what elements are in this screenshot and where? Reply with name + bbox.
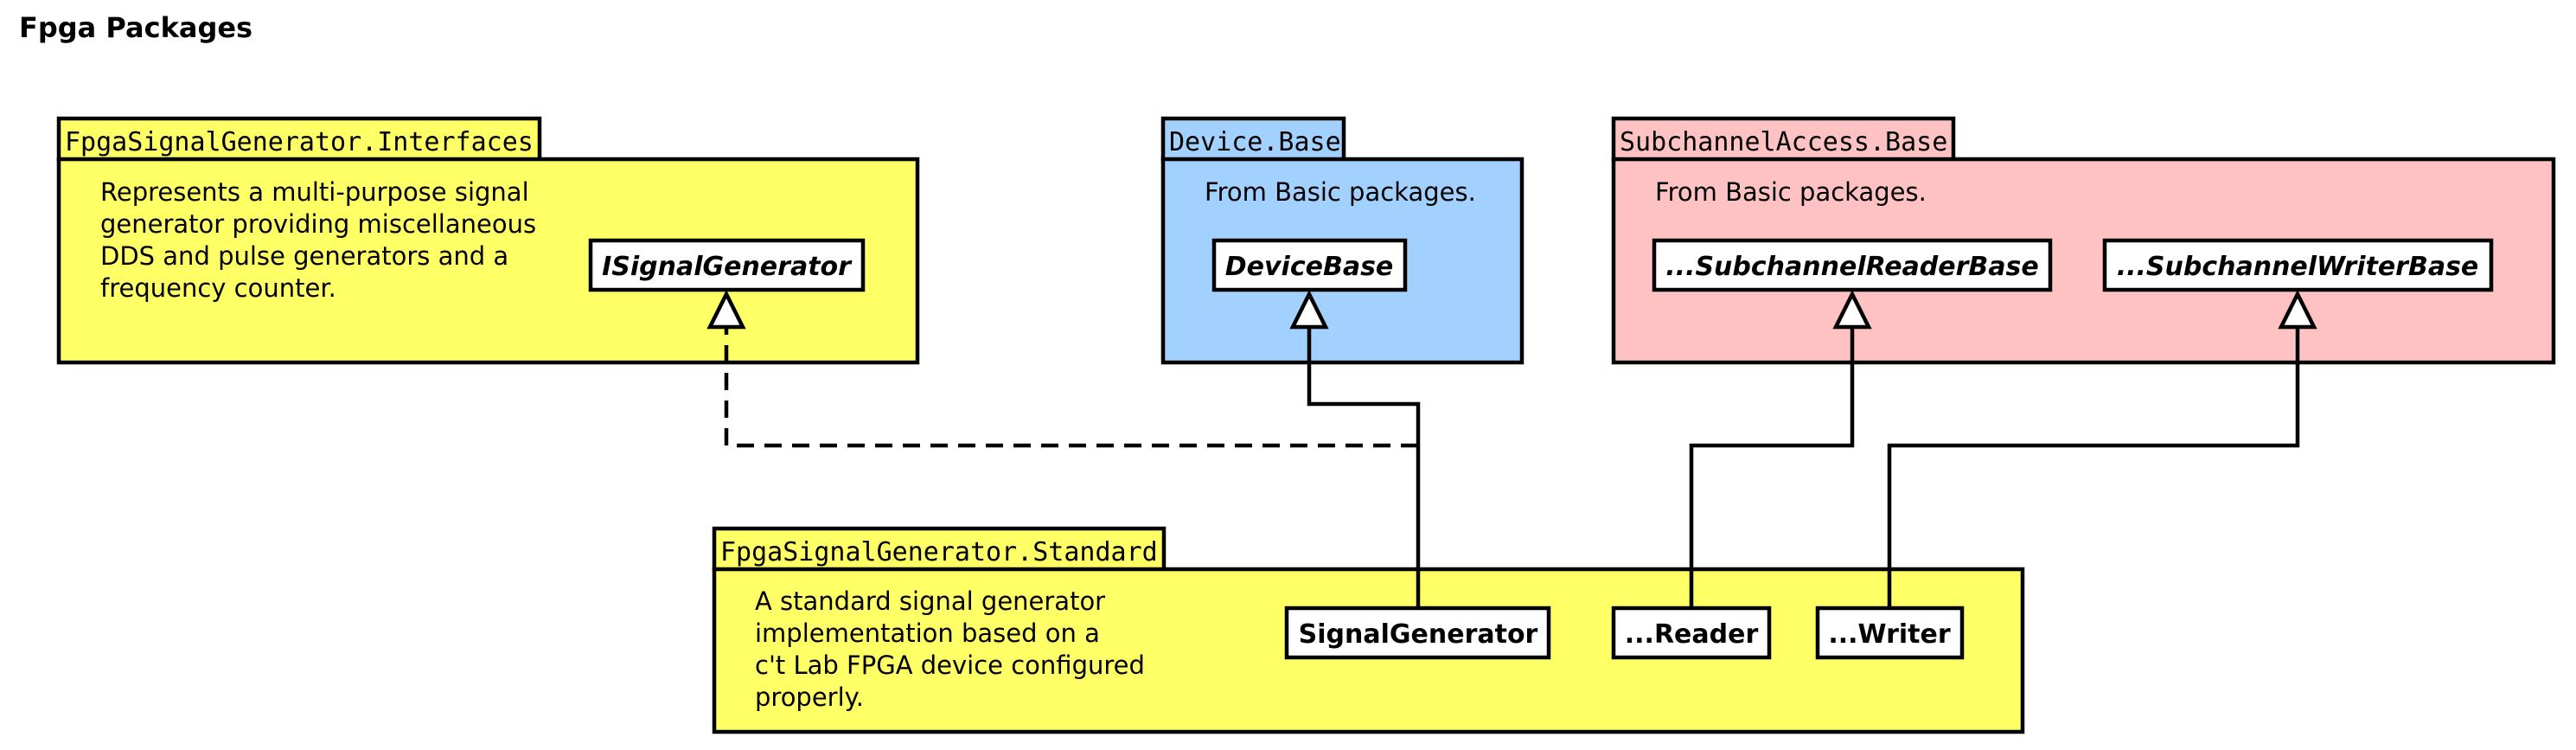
package-interfaces-desc-line: Represents a multi-purpose signal: [100, 177, 529, 207]
package-interfaces: FpgaSignalGenerator.Interfaces Represent…: [56, 116, 920, 365]
package-interfaces-desc-line: generator providing miscellaneous: [100, 209, 536, 239]
class-signalgenerator-label: SignalGenerator: [1299, 619, 1538, 650]
arrowhead-devicebase: [1289, 289, 1329, 330]
package-standard-name: FpgaSignalGenerator.Standard: [720, 537, 1158, 567]
package-subchannel-base: SubchannelAccess.Base From Basic package…: [1611, 116, 2556, 365]
edge-generalization-devicebase: [1307, 327, 1421, 608]
package-device-base-tab: [1160, 116, 1346, 163]
package-standard-desc-line: A standard signal generator: [755, 587, 1105, 616]
class-signalgenerator[interactable]: SignalGenerator: [1284, 606, 1551, 660]
package-device-base: Device.Base From Basic packages. DeviceB…: [1160, 116, 1525, 365]
class-isignalgenerator-label: ISignalGenerator: [602, 252, 853, 282]
edge-generalization-writer-base: [1887, 327, 2300, 608]
class-devicebase[interactable]: DeviceBase: [1211, 238, 1408, 292]
package-standard-desc-line: c't Lab FPGA device configured: [755, 651, 1145, 680]
class-subchannel-reader-base-label: ...SubchannelReaderBase: [1665, 252, 2038, 282]
package-device-base-name: Device.Base: [1169, 127, 1341, 157]
edge-realization-isignalgenerator: [724, 327, 1418, 448]
package-standard-tab: [712, 526, 1167, 573]
arrowhead-writer-base: [2278, 289, 2317, 330]
edge-generalization-reader-base: [1689, 327, 1855, 608]
package-standard-desc-line: implementation based on a: [755, 619, 1100, 648]
package-interfaces-desc-line: DDS and pulse generators and a: [100, 241, 508, 271]
class-reader[interactable]: ...Reader: [1611, 606, 1772, 660]
class-devicebase-label: DeviceBase: [1225, 252, 1394, 282]
class-writer[interactable]: ...Writer: [1815, 606, 1965, 660]
class-subchannel-writer-base[interactable]: ...SubchannelWriterBase: [2102, 238, 2494, 292]
class-subchannel-reader-base[interactable]: ...SubchannelReaderBase: [1652, 238, 2053, 292]
class-reader-label: ...Reader: [1625, 619, 1759, 650]
package-interfaces-desc-line: frequency counter.: [100, 273, 336, 303]
class-isignalgenerator[interactable]: ISignalGenerator: [588, 238, 866, 292]
package-device-base-desc-line: From Basic packages.: [1205, 177, 1476, 207]
package-standard: FpgaSignalGenerator.Standard A standard …: [712, 526, 2025, 734]
package-interfaces-name: FpgaSignalGenerator.Interfaces: [65, 127, 534, 157]
class-writer-label: ...Writer: [1828, 619, 1951, 650]
arrowhead-reader-base: [1832, 289, 1872, 330]
arrowhead-isignalgenerator: [706, 289, 746, 330]
diagram-title: Fpga Packages: [19, 11, 252, 44]
package-subchannel-base-name: SubchannelAccess.Base: [1620, 127, 1947, 157]
package-subchannel-base-desc-line: From Basic packages.: [1655, 177, 1927, 207]
class-subchannel-writer-base-label: ...SubchannelWriterBase: [2117, 252, 2479, 282]
package-standard-desc-line: properly.: [755, 683, 864, 712]
